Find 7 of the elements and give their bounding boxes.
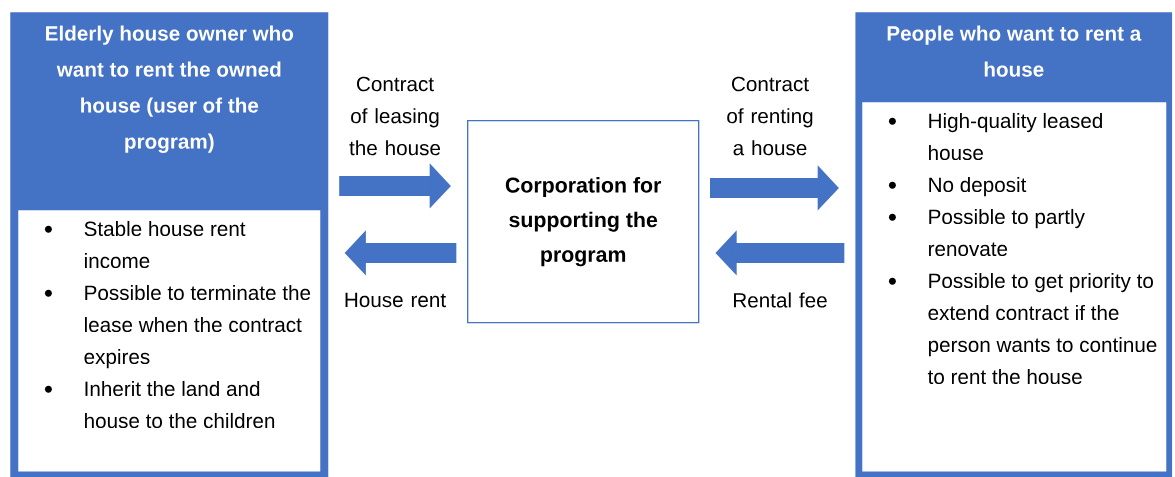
edge-label: House rent [345,292,446,308]
edge-label: Rental fee [734,292,827,308]
edge-label: Contract of renting a house [727,76,813,156]
edge-label: Contract of leasing the house [349,76,441,156]
bullet-list-box: Stable house rent income Possible to terminate the lease when the contract expires Inherit the land and house to the children [18,210,321,472]
bullet-list-box: High-quality leased house No deposit Possible to partly renovate Possible to get priority to extend contract if the person wants to continue to rent the house [862,102,1167,472]
process-box: Corporation for supporting the program [467,120,700,324]
